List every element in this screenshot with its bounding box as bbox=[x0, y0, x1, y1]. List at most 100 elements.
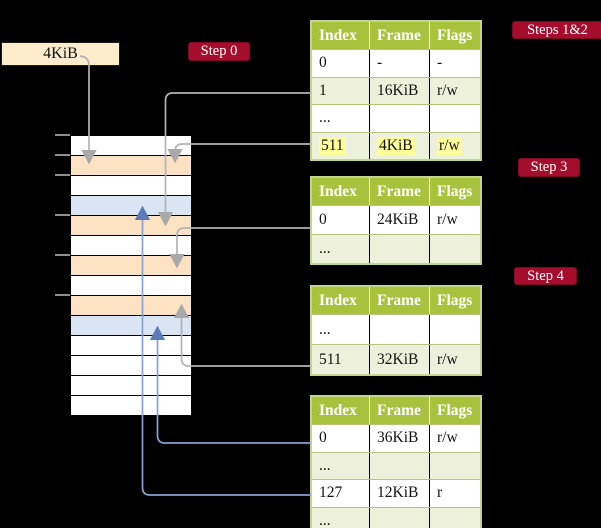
memory-tick bbox=[55, 254, 70, 256]
table-cell bbox=[429, 315, 480, 344]
table-cell: r/w bbox=[429, 132, 480, 159]
table-cell bbox=[429, 105, 480, 132]
memory-frame-row-white bbox=[71, 355, 191, 375]
memory-frame-row-peach bbox=[71, 295, 191, 315]
memory-frame-row-peach bbox=[71, 255, 191, 275]
arrow-pte511-to-frame-4kib bbox=[167, 143, 311, 164]
arrow-pte0-to-frame-24kib bbox=[169, 227, 311, 269]
memory-tick bbox=[55, 214, 70, 216]
table-cell bbox=[369, 507, 429, 528]
column-header-index: Index bbox=[319, 26, 357, 44]
memory-frame-row-white bbox=[71, 395, 191, 415]
table-cell: ... bbox=[319, 109, 331, 127]
memory-tick bbox=[55, 134, 70, 136]
table-cell bbox=[429, 507, 480, 528]
memory-frame-row-blue bbox=[71, 315, 191, 335]
memory-frame-row-white bbox=[71, 275, 191, 295]
table-cell: 511 bbox=[312, 133, 369, 160]
badge-step-0: Step 0 bbox=[188, 42, 250, 61]
table-row: 0 -- bbox=[312, 49, 480, 77]
memory-tick bbox=[55, 294, 70, 296]
table-cell: r bbox=[429, 480, 480, 507]
memory-frame-row-peach bbox=[71, 215, 191, 235]
column-header-flags: Flags bbox=[429, 22, 480, 49]
table-cell bbox=[429, 452, 480, 479]
table-cell: 32KiB bbox=[369, 345, 429, 374]
table-cell: ... bbox=[319, 456, 331, 474]
column-header-flags: Flags bbox=[429, 178, 480, 205]
table-row: ... bbox=[312, 506, 480, 528]
physical-memory-stack bbox=[70, 135, 192, 416]
table-row: ... bbox=[312, 451, 480, 479]
table-cell: r/w bbox=[429, 345, 480, 374]
table-row: 511 4KiB r/w bbox=[312, 131, 480, 160]
badge-step-4: Step 4 bbox=[514, 267, 577, 285]
table-cell: 0 bbox=[319, 54, 327, 72]
highlighted-value: 4KiB bbox=[377, 136, 415, 155]
table-cell bbox=[429, 235, 480, 263]
table-cell: 36KiB bbox=[369, 425, 429, 452]
column-header-index: Index bbox=[319, 182, 357, 200]
table-cell: r/w bbox=[429, 206, 480, 234]
column-header-frame: Frame bbox=[369, 22, 429, 49]
column-header-flags: Flags bbox=[429, 397, 480, 424]
arrow-pte511-to-frame-32kib bbox=[173, 303, 311, 367]
badge-steps-1-2: Steps 1&2 bbox=[512, 21, 601, 39]
table-cell bbox=[369, 105, 429, 132]
table-cell bbox=[369, 452, 429, 479]
column-header-index: Index bbox=[319, 401, 357, 419]
table-cell bbox=[369, 235, 429, 263]
table-cell: 4KiB bbox=[369, 132, 429, 159]
table-row: ... bbox=[312, 234, 480, 263]
table-cell: 511 bbox=[319, 350, 342, 368]
memory-tick bbox=[55, 154, 70, 156]
column-header-flags: Flags bbox=[429, 287, 480, 314]
highlighted-value: r/w bbox=[437, 136, 462, 155]
memory-frame-row-peach bbox=[71, 155, 191, 175]
table-cell: - bbox=[429, 50, 480, 77]
table-cell: ... bbox=[319, 320, 331, 338]
memory-frame-row-blue bbox=[71, 195, 191, 215]
table-cell: ... bbox=[319, 511, 331, 528]
table-cell: 16KiB bbox=[369, 77, 429, 104]
badge-step-3: Step 3 bbox=[518, 158, 580, 177]
table-cell: 0 bbox=[319, 211, 327, 228]
column-header-index: Index bbox=[319, 291, 357, 309]
table-cell: r/w bbox=[429, 77, 480, 104]
table-cell: 0 bbox=[319, 429, 327, 447]
table-cell bbox=[369, 315, 429, 344]
memory-frame-row-white bbox=[71, 335, 191, 355]
frame-address-label: 4KiB bbox=[1, 42, 120, 66]
column-header-frame: Frame bbox=[369, 397, 429, 424]
memory-frame-row-white bbox=[71, 175, 191, 195]
memory-frame-row-white bbox=[71, 375, 191, 395]
column-header-frame: Frame bbox=[369, 178, 429, 205]
memory-frame-row-white bbox=[71, 136, 191, 155]
table-cell: 1 bbox=[319, 81, 327, 99]
memory-tick bbox=[55, 174, 70, 176]
table-cell: - bbox=[369, 50, 429, 77]
table-row: ... bbox=[312, 314, 480, 344]
table-cell: 12KiB bbox=[369, 480, 429, 507]
table-row: ... bbox=[312, 104, 480, 132]
table-cell: ... bbox=[319, 240, 331, 257]
table-cell: 24KiB bbox=[369, 206, 429, 234]
memory-frame-row-white bbox=[71, 235, 191, 255]
highlighted-value: 511 bbox=[319, 136, 346, 155]
table-cell: r/w bbox=[429, 425, 480, 452]
table-cell: 127 bbox=[319, 484, 343, 502]
